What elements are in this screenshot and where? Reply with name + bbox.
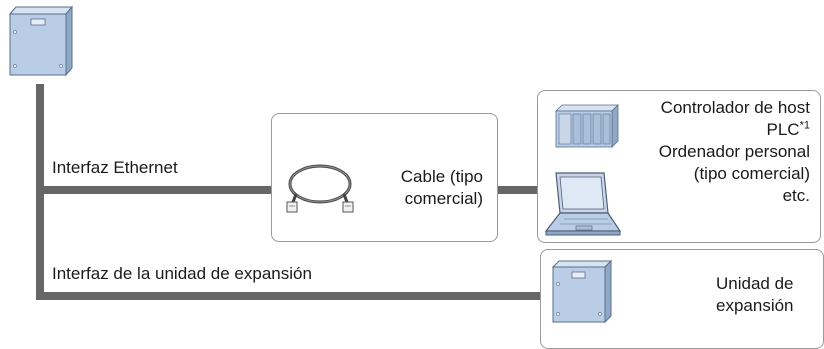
plc-label: PLC*1 <box>767 120 810 140</box>
expansion-unit-icon <box>551 259 613 324</box>
plc-icon <box>555 104 619 148</box>
plc-label-text: PLC <box>766 120 800 139</box>
cable-label-line2: comercial) <box>404 189 483 208</box>
host-controller-label: Controlador de host <box>660 98 810 117</box>
etc-label: etc. <box>782 186 810 205</box>
expansion-unit-box: Unidad de expansión <box>540 249 824 349</box>
ethernet-cable-icon <box>286 164 354 213</box>
host-devices-box: Controlador de host PLC*1 Ordenador pers… <box>537 90 821 243</box>
main-unit-icon <box>8 5 74 77</box>
expansion-unit-label-line1: Unidad de <box>716 274 794 293</box>
laptop-icon <box>544 172 622 236</box>
ethernet-interface-label: Interfaz Ethernet <box>52 158 178 177</box>
expansion-line <box>36 292 541 300</box>
personal-computer-label: Ordenador personal <box>658 142 810 161</box>
expansion-unit-label-line2: expansión <box>716 296 794 315</box>
commercial-type-label: (tipo comercial) <box>693 164 810 183</box>
plc-footnote-mark: *1 <box>799 119 810 132</box>
cable-to-host-line <box>497 186 539 194</box>
cable-box: Cable (tipo comercial) <box>271 113 498 242</box>
cable-label-line1: Cable (tipo <box>400 167 483 186</box>
expansion-interface-label: Interfaz de la unidad de expansión <box>52 264 312 283</box>
ethernet-line <box>36 186 272 194</box>
